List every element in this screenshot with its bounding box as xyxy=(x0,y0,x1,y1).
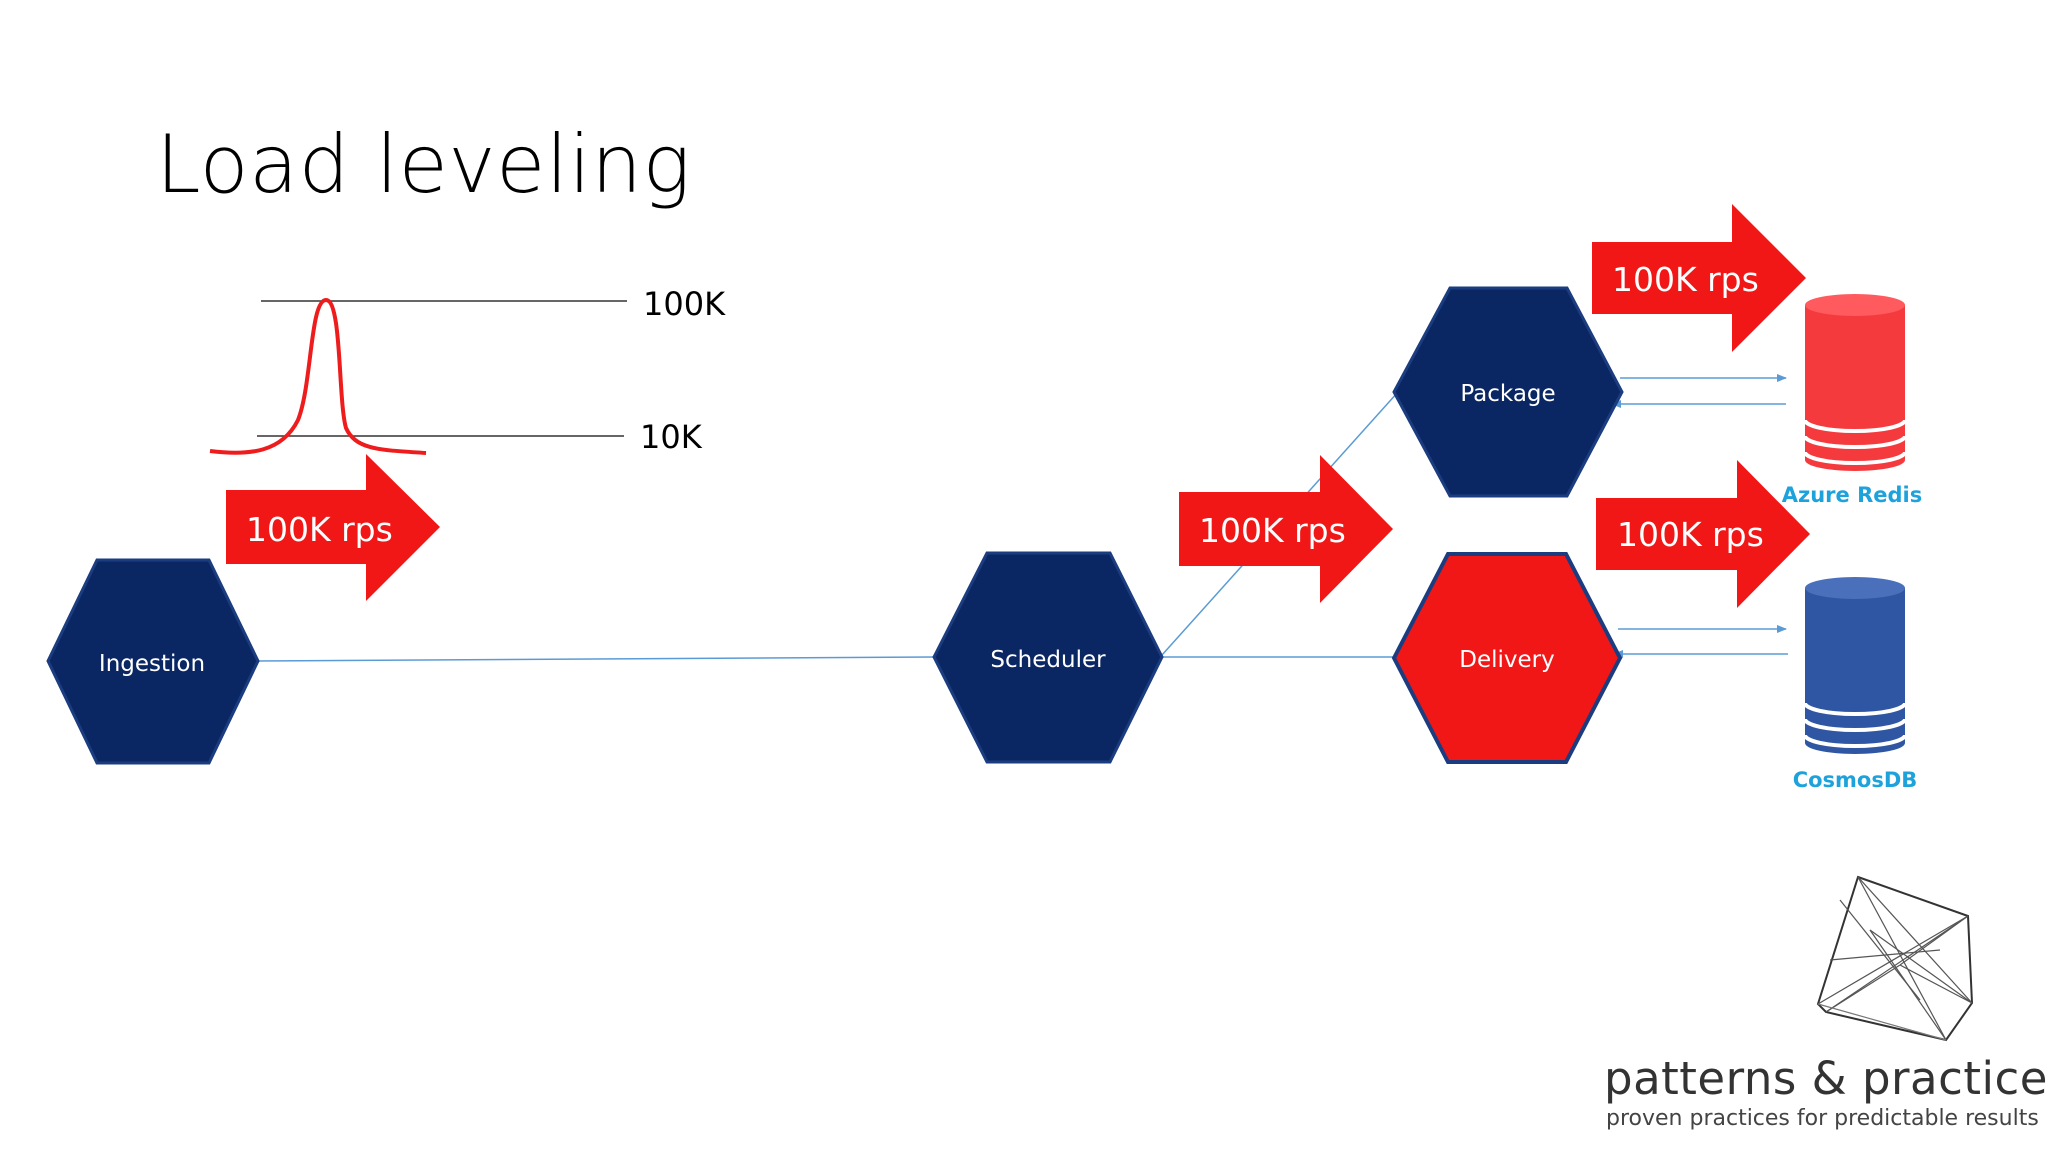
load-spike-sketch xyxy=(209,297,627,455)
scheduler-hexagon[interactable] xyxy=(932,551,1164,764)
patterns-practices-polyhedron-logo xyxy=(1816,875,1974,1042)
package-rate-label: 100K rps xyxy=(1612,260,1759,299)
scheduler-node[interactable]: Scheduler xyxy=(932,551,1164,764)
ingestion-node[interactable]: Ingestion xyxy=(46,558,260,765)
ingestion-scheduler-connector xyxy=(257,656,935,662)
ingestion-rate-arrow: 100K rps xyxy=(226,454,440,601)
rate-arrow-shape xyxy=(226,454,440,601)
cosmos-cylinder-icon xyxy=(1803,577,1907,754)
logo-wordmark: patterns & practices xyxy=(1604,1052,2048,1105)
level-label-100k: 100K xyxy=(643,285,726,323)
spike-curve xyxy=(209,297,427,455)
azure-redis-store[interactable]: Azure Redis xyxy=(1782,294,1922,507)
ingestion-hexagon[interactable] xyxy=(46,558,260,765)
page-title: Load leveling xyxy=(156,118,692,211)
level-label-10k: 10K xyxy=(640,418,702,456)
ingestion-label: Ingestion xyxy=(99,651,205,677)
rate-arrow-shape xyxy=(1179,455,1393,603)
cosmosdb-label: CosmosDB xyxy=(1793,768,1918,792)
delivery-rate-label: 100K rps xyxy=(1617,515,1764,554)
rate-arrow-shape xyxy=(1596,460,1810,608)
scheduler-rate-label: 100K rps xyxy=(1199,511,1346,550)
package-hexagon[interactable] xyxy=(1392,286,1624,498)
package-node[interactable]: Package xyxy=(1392,286,1624,498)
package-rate-arrow: 100K rps xyxy=(1592,204,1806,352)
azure-redis-label: Azure Redis xyxy=(1782,483,1922,507)
delivery-rate-arrow: 100K rps xyxy=(1596,460,1810,608)
package-label: Package xyxy=(1460,381,1555,407)
delivery-label: Delivery xyxy=(1459,647,1554,673)
delivery-node[interactable]: Delivery xyxy=(1391,552,1623,764)
scheduler-rate-arrow: 100K rps xyxy=(1179,455,1393,603)
connectors xyxy=(257,374,1788,662)
ingestion-rate-label: 100K rps xyxy=(246,510,393,549)
rate-arrow-shape xyxy=(1592,204,1806,352)
delivery-hexagon[interactable] xyxy=(1391,552,1623,764)
scheduler-label: Scheduler xyxy=(990,647,1106,673)
redis-cylinder-icon xyxy=(1803,294,1907,471)
cosmosdb-store[interactable]: CosmosDB xyxy=(1793,577,1918,792)
logo-tagline: proven practices for predictable results xyxy=(1606,1106,2039,1131)
